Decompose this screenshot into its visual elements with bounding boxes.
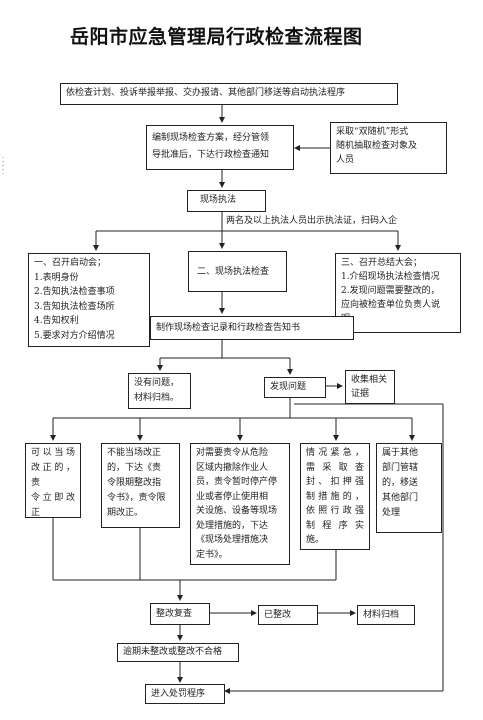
no-issue-box: 没有问题， 材料归档。 <box>128 373 191 409</box>
correct-on-spot-box: 可以当场 改正的，责 令立即改 正 <box>25 443 81 518</box>
collect-evidence-box: 收集相关 证据 <box>345 370 395 404</box>
onsite-enforcement-box: 现场执法 <box>187 190 266 212</box>
issue-found-box: 发现问题 <box>264 377 326 398</box>
onsite-inspection-box: 二、现场执法检查 <box>188 251 287 292</box>
random-selection-box: 采取“双随机”形式 随机抽取检查对象及 人员 <box>330 122 447 174</box>
deadline-rectification-box: 不能当场改正 的，下达《责 令限期整改指 令书》，责令限 期改正。 <box>101 443 180 528</box>
summary-meeting-box: 三、召开总结大会； 1.介绍现场执法检查情况 2.发现问题需要整改的， 应向被检… <box>335 253 461 333</box>
inspection-record-box: 制作现场检查记录和行政检查告知书 <box>150 316 354 340</box>
rectification-review-box: 整改复查 <box>150 603 210 625</box>
transfer-department-box: 属于其他 部门管辖 的，移送 其他部门 处理 <box>376 443 442 533</box>
onsite-note: 两名及以上执法人员出示执法证，扫码入企 <box>226 216 398 226</box>
start-procedure-box: 依检查计划、投诉举报举报、交办报请、其他部门移送等启动执法程序 <box>60 83 398 105</box>
penalty-procedure-box: 进入处罚程序 <box>145 684 225 704</box>
rectified-box: 已整改 <box>258 605 318 625</box>
material-archive-box: 材料归档 <box>357 605 415 625</box>
overdue-box: 逾期未整改或整改不合格 <box>117 643 239 662</box>
inspection-plan-box: 编制现场检查方案，经分管领 导批准后，下达行政检查通知 <box>146 125 294 170</box>
kickoff-meeting-box: 一、召开启动会； 1.表明身份 2.告知执法检查事项 3.告知执法检查场所 4.… <box>28 253 150 347</box>
onsite-measures-box: 对需要责令从危险 区域内撤除作业人 员，责令暂时停产停 业或者停止使用相 关设施… <box>190 443 290 565</box>
compulsory-measures-box: 情况紧急， 需采取查 封、扣押强 制措施的， 依照行政强 制程序实 施。 <box>300 443 370 550</box>
page-title: 岳阳市应急管理局行政检查流程图 <box>70 26 363 48</box>
drag-handle-icon[interactable]: ⁚⁚⁚⁚ <box>2 156 6 176</box>
